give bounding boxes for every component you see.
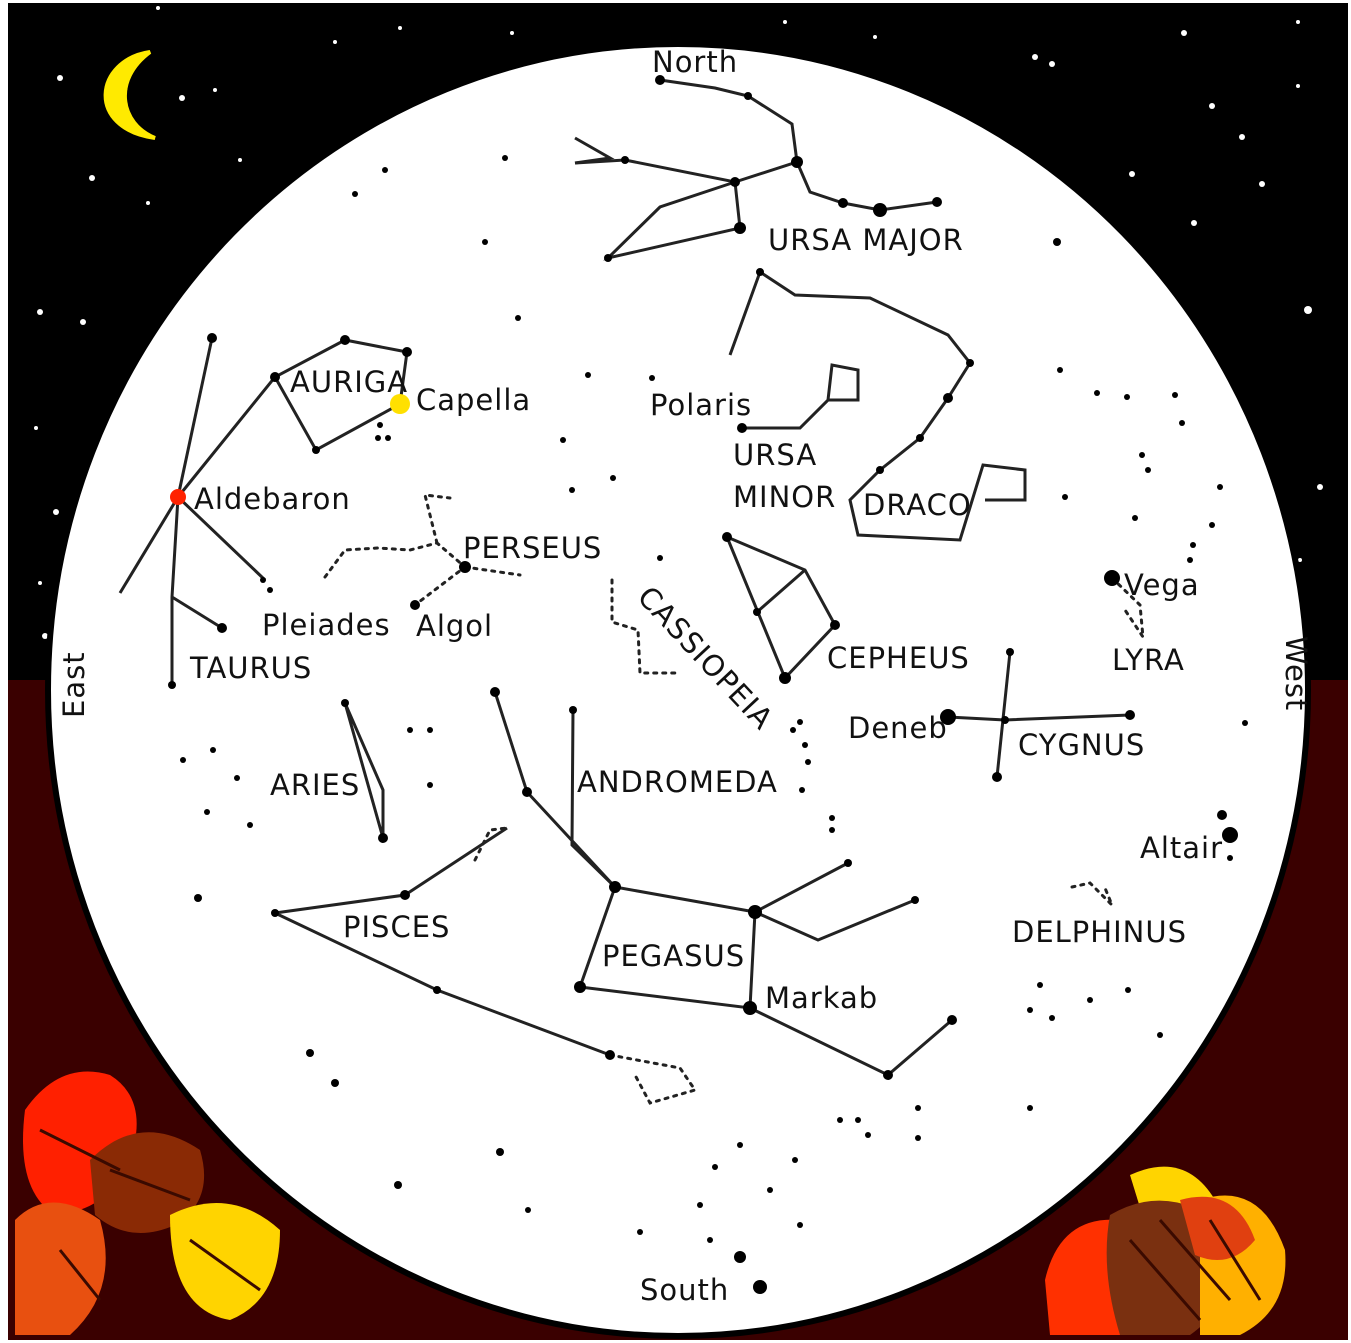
label-vega: Vega bbox=[1124, 568, 1200, 602]
label-deneb: Deneb bbox=[848, 711, 948, 745]
label-markab: Markab bbox=[765, 981, 878, 1015]
label-pegasus: PEGASUS bbox=[602, 939, 745, 973]
label-aldebaran: Aldebaron bbox=[194, 482, 351, 516]
altair-star bbox=[1222, 827, 1238, 843]
label-capella: Capella bbox=[416, 383, 531, 417]
label-perseus: PERSEUS bbox=[463, 531, 602, 565]
label-auriga: AURIGA bbox=[290, 365, 408, 399]
label-cygnus: CYGNUS bbox=[1018, 728, 1145, 762]
label-andromeda: ANDROMEDA bbox=[577, 765, 778, 799]
direction-east: East bbox=[57, 651, 91, 718]
direction-south: South bbox=[640, 1273, 729, 1307]
direction-west: West bbox=[1279, 636, 1313, 711]
polaris-star bbox=[737, 423, 747, 433]
label-polaris: Polaris bbox=[650, 388, 752, 422]
label-ursa-minor-2: MINOR bbox=[733, 480, 836, 514]
label-algol: Algol bbox=[416, 609, 493, 643]
direction-north: North bbox=[652, 45, 738, 79]
label-cepheus: CEPHEUS bbox=[827, 641, 970, 675]
label-delphinus: DELPHINUS bbox=[1012, 915, 1187, 949]
label-ursa-major: URSA MAJOR bbox=[768, 223, 964, 257]
label-taurus: TAURUS bbox=[189, 651, 312, 685]
vega-star bbox=[1104, 570, 1120, 586]
label-pisces: PISCES bbox=[343, 910, 450, 944]
sky-disc bbox=[48, 44, 1308, 1336]
label-ursa-minor-1: URSA bbox=[733, 438, 817, 472]
label-pleiades: Pleiades bbox=[262, 608, 391, 642]
label-aries: ARIES bbox=[270, 768, 360, 802]
label-draco: DRACO bbox=[863, 488, 972, 522]
aldebaran-star bbox=[170, 489, 186, 505]
label-altair: Altair bbox=[1140, 831, 1223, 865]
label-lyra: LYRA bbox=[1112, 643, 1185, 677]
markab-star bbox=[743, 1001, 757, 1015]
